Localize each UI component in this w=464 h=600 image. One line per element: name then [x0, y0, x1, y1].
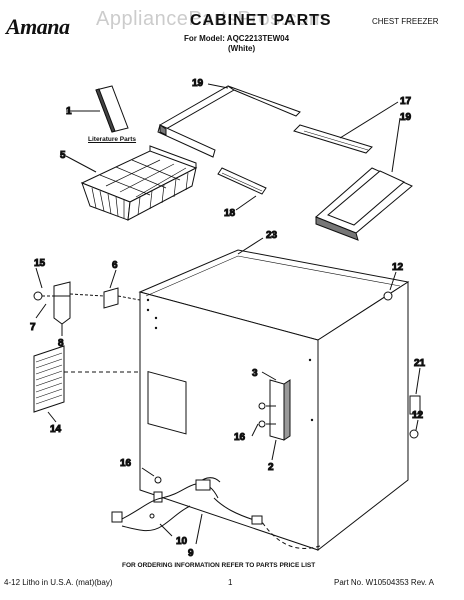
freezer-cabinet	[138, 237, 410, 552]
litho-info: 4-12 Litho in U.S.A. (mat)(bay)	[4, 578, 113, 587]
side-plug-assembly	[383, 271, 421, 439]
callout-18: 18	[224, 208, 236, 219]
callout-2: 2	[268, 462, 274, 473]
callout-17: 17	[400, 96, 412, 107]
lid-liner-frame	[157, 83, 301, 158]
callout-9: 9	[188, 548, 194, 559]
storage-basket	[65, 145, 198, 221]
callout-12-bottom: 12	[412, 410, 424, 421]
callout-14: 14	[50, 424, 62, 435]
callout-12-top: 12	[392, 262, 404, 273]
callout-16-hinge: 16	[234, 432, 246, 443]
page-title: CABINET PARTS	[190, 12, 332, 29]
callout-19-top: 19	[192, 78, 204, 89]
ordering-note: FOR ORDERING INFORMATION REFER TO PARTS …	[122, 562, 316, 569]
wiring-harness	[111, 467, 321, 549]
callout-10: 10	[176, 536, 188, 547]
watermark: AppliancePartsPros.com	[96, 8, 326, 30]
literature-booklet	[66, 85, 129, 133]
callout-6: 6	[112, 260, 118, 271]
louvered-grille	[33, 345, 140, 423]
callout-3: 3	[252, 368, 258, 379]
lid-gasket-strip	[293, 101, 399, 154]
brand-logo: Amana	[6, 14, 70, 39]
right-lid-frame	[315, 117, 413, 241]
control-bracket-assembly	[33, 267, 141, 336]
callout-7: 7	[30, 322, 36, 333]
part-number: Part No. W10504353 Rev. A	[334, 578, 434, 587]
literature-parts-label: Literature Parts	[88, 136, 137, 143]
callout-5: 5	[60, 150, 66, 161]
category-label: CHEST FREEZER	[372, 17, 439, 26]
callout-23: 23	[266, 230, 278, 241]
callout-16-harness: 16	[120, 458, 132, 469]
callout-21: 21	[414, 358, 426, 369]
callout-15: 15	[34, 258, 46, 269]
callout-19-right: 19	[400, 112, 412, 123]
hinge-assembly	[251, 371, 291, 461]
page-number: 1	[228, 578, 233, 587]
callout-1: 1	[66, 106, 72, 117]
model-line: For Model: AQC2213TEW04	[184, 34, 290, 43]
callout-8: 8	[58, 338, 64, 349]
lid-gasket-strip-lower	[217, 167, 267, 211]
color-line: (White)	[228, 44, 256, 53]
